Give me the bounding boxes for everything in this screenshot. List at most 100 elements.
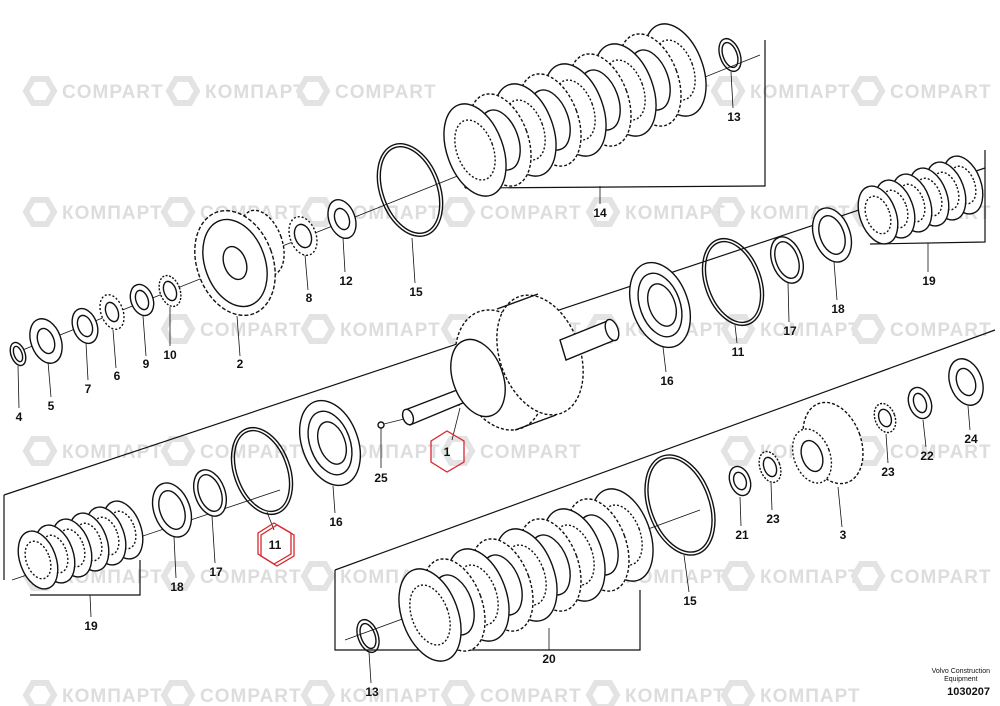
watermark-text: COMPART bbox=[890, 320, 992, 341]
watermark-text: COMPART bbox=[890, 82, 992, 103]
callout-2: 2 bbox=[237, 357, 244, 371]
part-washer-9 bbox=[129, 283, 155, 317]
watermark-logo-icon bbox=[440, 680, 476, 706]
watermark-logo-icon bbox=[22, 680, 58, 706]
watermark-logo-icon bbox=[160, 314, 196, 344]
callout-24: 24 bbox=[964, 432, 978, 446]
part-spring-washer-18-lower bbox=[151, 482, 193, 538]
watermark-logo-icon bbox=[585, 197, 621, 227]
callout-23-lower: 23 bbox=[766, 512, 780, 526]
part-snap-ring-13-upper bbox=[718, 37, 742, 73]
callout-5: 5 bbox=[48, 399, 55, 413]
watermark-text: COMPART bbox=[62, 82, 164, 103]
watermark-text: КОМПАРТ bbox=[625, 203, 726, 224]
part-shaft-assembly-1 bbox=[377, 293, 620, 431]
part-gear-2 bbox=[194, 209, 285, 317]
footer-company-line1: Volvo Construction bbox=[931, 668, 990, 675]
callout-16-upper: 16 bbox=[660, 374, 674, 388]
watermark-logo-icon bbox=[710, 76, 746, 106]
watermark-logo-icon bbox=[165, 76, 201, 106]
watermark-text: COMPART bbox=[890, 442, 992, 463]
watermark-logo-icon bbox=[850, 76, 886, 106]
callout-19-upper: 19 bbox=[922, 274, 936, 288]
watermark-logo-icon bbox=[585, 680, 621, 706]
callout-17-lower: 17 bbox=[209, 565, 223, 579]
watermark-logo-icon bbox=[440, 197, 476, 227]
callout-20: 20 bbox=[542, 652, 556, 666]
part-piston-16-upper bbox=[628, 261, 692, 349]
watermark-text: COMPART bbox=[200, 686, 302, 706]
highlight-markers bbox=[257, 430, 465, 567]
callout-14: 14 bbox=[593, 206, 607, 220]
part-o-ring-15-upper bbox=[376, 143, 444, 237]
disc-bore bbox=[454, 119, 496, 181]
watermark-logo-icon bbox=[22, 436, 58, 466]
watermark-logo-icon bbox=[160, 436, 196, 466]
watermark-logo-icon bbox=[300, 314, 336, 344]
part-disc-pack-20 bbox=[398, 488, 654, 662]
part-needle-bearing-8 bbox=[288, 215, 318, 257]
watermark-logo-icon bbox=[160, 561, 196, 591]
watermark-text: КОМПАРТ bbox=[340, 320, 441, 341]
callout-labels: 1 2 3 4 5 6 7 8 9 10 11 11 12 13 13 14 1… bbox=[16, 110, 978, 699]
watermark-text: COMPART bbox=[480, 203, 582, 224]
part-o-ring-15-lower bbox=[644, 454, 716, 556]
part-washer-12 bbox=[327, 198, 357, 240]
part-gear-3 bbox=[791, 401, 864, 485]
watermark-text: COMPART bbox=[200, 320, 302, 341]
part-spring-pack-19-lower bbox=[17, 500, 144, 590]
part-spring-washer-18-upper bbox=[811, 207, 853, 263]
part-washer-21 bbox=[728, 465, 752, 497]
callout-19-lower: 19 bbox=[84, 619, 98, 633]
part-piston-16-lower bbox=[298, 399, 362, 487]
callout-23-upper: 23 bbox=[881, 465, 895, 479]
callout-11-upper: 11 bbox=[732, 345, 745, 359]
callout-18-lower: 18 bbox=[170, 580, 184, 594]
watermark-text: КОМПАРТ bbox=[340, 686, 441, 706]
part-seal-ring-17-upper bbox=[769, 236, 805, 284]
part-spring-pack-19-upper bbox=[857, 155, 984, 245]
disc-bore bbox=[864, 195, 892, 235]
callout-16-lower: 16 bbox=[329, 515, 343, 529]
watermark-logo-icon bbox=[22, 197, 58, 227]
watermark-text: КОМПАРТ bbox=[205, 82, 306, 103]
watermark-text: КОМПАРТ bbox=[62, 686, 163, 706]
highlight-hexagon-11 bbox=[257, 522, 292, 565]
callout-8: 8 bbox=[306, 291, 313, 305]
watermark-text: COMPART bbox=[200, 442, 302, 463]
footer-drawing-number: 1030207 bbox=[947, 686, 990, 698]
disc-bore bbox=[24, 540, 52, 580]
callout-13-lower: 13 bbox=[365, 685, 379, 699]
parts bbox=[9, 23, 984, 662]
watermark-logo-icon bbox=[720, 436, 756, 466]
callout-4: 4 bbox=[16, 410, 23, 424]
part-washer-7 bbox=[71, 307, 99, 345]
watermark-text: КОМПАРТ bbox=[760, 686, 861, 706]
part-bearing-5 bbox=[29, 318, 63, 364]
watermark-text: COMPART bbox=[890, 567, 992, 588]
watermark-text: КОМПАРТ bbox=[340, 442, 441, 463]
callout-9: 9 bbox=[143, 357, 150, 371]
watermark-text: COMPART bbox=[480, 442, 582, 463]
watermark-logo-icon bbox=[440, 436, 476, 466]
watermark-text: КОМПАРТ bbox=[62, 203, 163, 224]
part-bearing-24 bbox=[948, 358, 984, 406]
disc-bore bbox=[409, 584, 451, 646]
watermark-logo-icon bbox=[850, 561, 886, 591]
part-needle-bearing-10 bbox=[158, 274, 182, 308]
callout-1: 1 bbox=[444, 445, 451, 459]
part-seal-ring-17-lower bbox=[192, 469, 228, 517]
part-disc-pack-14 bbox=[443, 23, 707, 197]
part-snap-ring-13-lower bbox=[356, 618, 380, 654]
watermark-logo-icon bbox=[720, 561, 756, 591]
watermark-text: КОМПАРТ bbox=[750, 82, 851, 103]
watermark-text: КОМПАРТ bbox=[760, 320, 861, 341]
footer-company-line2: Equipment bbox=[944, 676, 978, 683]
watermark-logo-icon bbox=[720, 314, 756, 344]
callout-3: 3 bbox=[840, 528, 847, 542]
part-o-ring-11-upper bbox=[701, 237, 765, 327]
watermark-logo-icon bbox=[850, 314, 886, 344]
part-o-ring-11-lower bbox=[230, 426, 294, 516]
